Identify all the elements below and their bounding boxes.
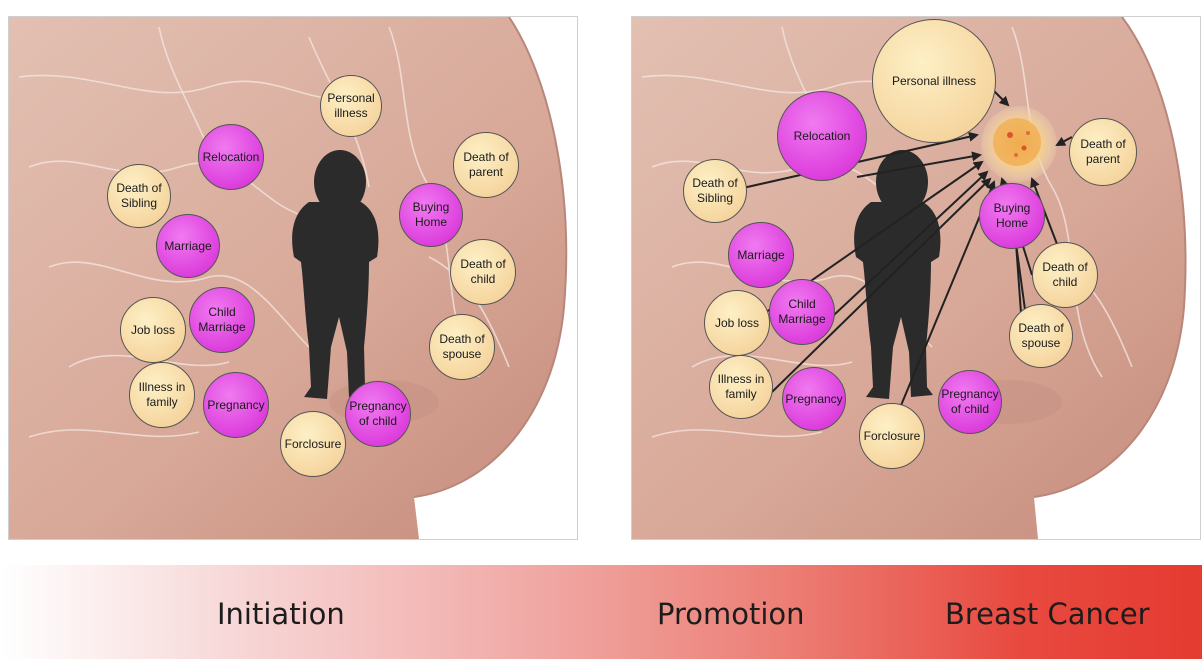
event-bubble: Illness in family bbox=[129, 362, 195, 428]
event-bubble: Personal illness bbox=[320, 75, 382, 137]
event-bubble: Forclosure bbox=[859, 403, 925, 469]
event-bubble: Pregnancy of child bbox=[345, 381, 411, 447]
promotion-panel: Personal illness Relocation Death of Sib… bbox=[631, 16, 1201, 540]
event-bubble: Death of Sibling bbox=[107, 164, 171, 228]
event-bubble: Marriage bbox=[156, 214, 220, 278]
tumor-icon bbox=[981, 106, 1057, 182]
stage-initiation-label: Initiation bbox=[217, 597, 345, 631]
event-bubble: Relocation bbox=[777, 91, 867, 181]
event-bubble: Buying Home bbox=[399, 183, 463, 247]
event-bubble: Buying Home bbox=[979, 183, 1045, 249]
event-bubble: Child Marriage bbox=[769, 279, 835, 345]
event-bubble: Death of parent bbox=[453, 132, 519, 198]
stage-progression-bar: Initiation Promotion Breast Cancer bbox=[0, 565, 1202, 659]
event-bubble: Personal illness bbox=[872, 19, 996, 143]
event-bubble: Death of child bbox=[450, 239, 516, 305]
event-bubble: Marriage bbox=[728, 222, 794, 288]
event-bubble: Illness in family bbox=[709, 355, 773, 419]
event-bubble: Death of child bbox=[1032, 242, 1098, 308]
event-bubble: Job loss bbox=[120, 297, 186, 363]
initiation-panel: Personal illness Relocation Death of Sib… bbox=[8, 16, 578, 540]
event-bubble: Death of spouse bbox=[1009, 304, 1073, 368]
event-bubble: Death of parent bbox=[1069, 118, 1137, 186]
event-bubble: Pregnancy bbox=[203, 372, 269, 438]
event-bubble: Job loss bbox=[704, 290, 770, 356]
event-bubble: Death of spouse bbox=[429, 314, 495, 380]
event-bubble: Child Marriage bbox=[189, 287, 255, 353]
event-bubble: Pregnancy of child bbox=[938, 370, 1002, 434]
event-bubble: Death of Sibling bbox=[683, 159, 747, 223]
event-bubble: Relocation bbox=[198, 124, 264, 190]
stage-promotion-label: Promotion bbox=[657, 597, 805, 631]
event-bubble: Forclosure bbox=[280, 411, 346, 477]
event-bubble: Pregnancy bbox=[782, 367, 846, 431]
stage-breast-cancer-label: Breast Cancer bbox=[945, 597, 1150, 631]
